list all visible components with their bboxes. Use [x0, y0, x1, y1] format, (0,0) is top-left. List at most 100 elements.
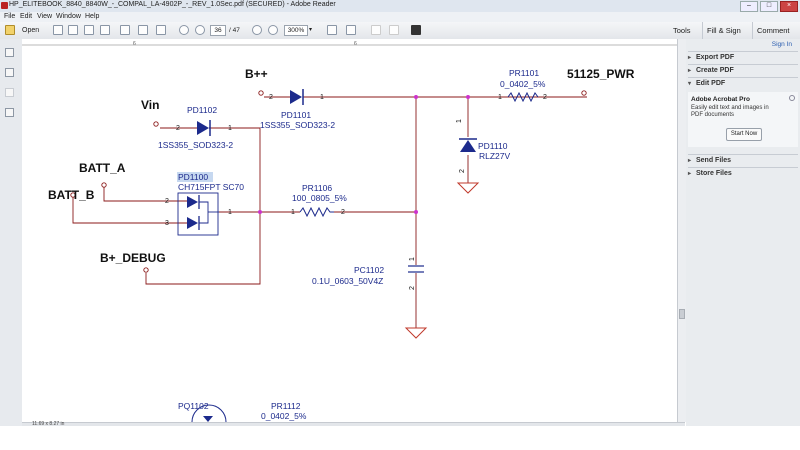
previous-page-icon[interactable]	[179, 25, 189, 35]
email-icon[interactable]	[156, 25, 166, 35]
zoom-out-icon[interactable]	[252, 25, 262, 35]
promo-title: Adobe Acrobat Pro	[691, 96, 750, 103]
open-button[interactable]: Open	[22, 27, 40, 34]
pin-number: 1	[291, 209, 295, 216]
attachments-icon[interactable]	[5, 88, 14, 97]
schematic-drawing: 6 6	[22, 41, 677, 422]
ground-symbol	[404, 327, 428, 339]
fit-page-icon[interactable]	[346, 25, 356, 35]
part-ref: PD1100	[178, 172, 208, 182]
pin-number: 2	[176, 125, 180, 132]
maximize-button[interactable]: □	[760, 1, 778, 12]
part-ref: PC1102	[354, 265, 384, 275]
menu-file[interactable]: File	[4, 13, 16, 20]
sign-icon[interactable]	[84, 25, 94, 35]
window-title: HP_ELITEBOOK_8840_8840W_-_COMPAL_LA-4902…	[9, 1, 336, 8]
section-label: Send Files	[696, 157, 732, 164]
pin-terminals	[70, 90, 587, 273]
capacitor-pc1102: 1 2 PC1102 0.1U_0603_50V4Z	[312, 257, 428, 339]
pin-number: 1	[228, 125, 232, 132]
net-label: Vin	[141, 98, 159, 112]
part-ref: PR1112	[271, 401, 301, 411]
minimize-button[interactable]: –	[740, 1, 758, 12]
vertical-scrollbar[interactable]	[677, 39, 686, 422]
net-label: B+_DEBUG	[100, 251, 166, 265]
next-page-icon[interactable]	[195, 25, 205, 35]
part-ref: PQ1102	[178, 401, 209, 411]
zoom-in-icon[interactable]	[268, 25, 278, 35]
part-value: 1SS355_SOD323-2	[260, 120, 335, 130]
edit-pdf-promo: Adobe Acrobat Pro Easily edit text and i…	[688, 92, 798, 147]
resistor-pr1101: 1 2 PR1101 0_0402_5%	[498, 68, 547, 103]
sign-in-link[interactable]: Sign In	[771, 41, 792, 48]
start-now-button[interactable]: Start Now	[726, 128, 762, 141]
select-icon[interactable]	[389, 25, 399, 35]
window-controls: – □ ×	[740, 1, 798, 12]
close-button[interactable]: ×	[780, 1, 798, 12]
part-value: 1SS355_SOD323-2	[158, 140, 233, 150]
zener-pd1110: 1 2 PD1110 RLZ27V	[456, 119, 511, 194]
expand-arrow-icon: ▸	[688, 171, 692, 177]
scroll-thumb[interactable]	[679, 309, 685, 319]
net-label: BATT_A	[79, 161, 126, 175]
edit-icon[interactable]	[68, 25, 78, 35]
send-files-section[interactable]: ▸Send Files	[688, 154, 798, 167]
menu-view[interactable]: View	[37, 13, 53, 20]
store-files-section[interactable]: ▸Store Files	[688, 167, 798, 180]
bookmarks-icon[interactable]	[5, 68, 14, 77]
folder-icon[interactable]	[5, 25, 15, 35]
create-pdf-section[interactable]: ▸Create PDF	[688, 64, 798, 77]
pin-number: 1	[409, 257, 416, 261]
toolbar: Open 36 / 47 300% ▾ Tools Fill & Sign Co…	[0, 22, 800, 40]
fit-width-icon[interactable]	[327, 25, 337, 35]
menu-help[interactable]: Help	[85, 13, 100, 20]
status-bar[interactable]: 11.69 x 8.27 in	[22, 421, 685, 427]
dual-diode-pd1100: 2 3 1 PD1100 CH715FPT SC70	[165, 172, 244, 236]
zoom-dropdown-icon[interactable]: ▾	[309, 27, 313, 33]
collapse-arrow-icon: ▾	[688, 81, 692, 87]
pin-number: 1	[456, 119, 463, 123]
part-ref: PR1106	[302, 183, 332, 193]
pin-number: 2	[269, 94, 273, 101]
layers-icon[interactable]	[5, 108, 14, 117]
save-icon[interactable]	[120, 25, 130, 35]
diode-pd1102: 2 1 PD1102 1SS355_SOD323-2	[158, 105, 233, 150]
diode-pd1101: 2 1 PD1101 1SS355_SOD323-2	[260, 89, 335, 130]
expand-arrow-icon: ▸	[688, 55, 692, 61]
net-label: 51125_PWR	[567, 67, 635, 81]
tab-comment[interactable]: Comment	[752, 22, 794, 39]
print-icon[interactable]	[138, 25, 148, 35]
part-ref: PD1102	[187, 105, 217, 115]
navigation-panel	[0, 39, 23, 426]
page-number-input[interactable]: 36	[210, 25, 226, 36]
ruler-mark: 6	[354, 41, 357, 47]
tab-tools[interactable]: Tools	[673, 26, 691, 35]
share-icon[interactable]	[100, 25, 110, 35]
part-ref: PD1110	[478, 141, 508, 151]
tab-fill-sign[interactable]: Fill & Sign	[702, 22, 745, 39]
wires	[72, 96, 587, 328]
resistor-pr1106: 1 2 PR1106 100_0805_5%	[291, 183, 347, 218]
expand-arrow-icon: ▸	[688, 68, 692, 74]
create-icon[interactable]	[53, 25, 63, 35]
page-size-label: 11.69 x 8.27 in	[32, 421, 65, 427]
zoom-field[interactable]: 300%	[284, 25, 308, 36]
part-value: 0_0402_5%	[261, 411, 307, 421]
edit-pdf-section[interactable]: ▾ Edit PDF	[688, 77, 798, 90]
pin-number: 1	[228, 209, 232, 216]
pin-number: 2	[341, 209, 345, 216]
settings-icon[interactable]	[789, 95, 795, 101]
menu-window[interactable]: Window	[56, 13, 81, 20]
pin-number: 1	[320, 94, 324, 101]
junctions	[258, 95, 470, 214]
document-view[interactable]: 6 6	[22, 39, 677, 422]
section-label: Edit PDF	[696, 80, 726, 87]
page-thumbnails-icon[interactable]	[5, 48, 14, 57]
pin-number: 2	[165, 198, 169, 205]
part-value: 0_0402_5%	[500, 79, 546, 89]
rotate-icon[interactable]	[371, 25, 381, 35]
expand-icon[interactable]	[411, 25, 421, 35]
export-pdf-section[interactable]: ▸Export PDF	[688, 51, 798, 64]
ground-symbol	[456, 182, 480, 194]
menu-edit[interactable]: Edit	[20, 13, 33, 20]
